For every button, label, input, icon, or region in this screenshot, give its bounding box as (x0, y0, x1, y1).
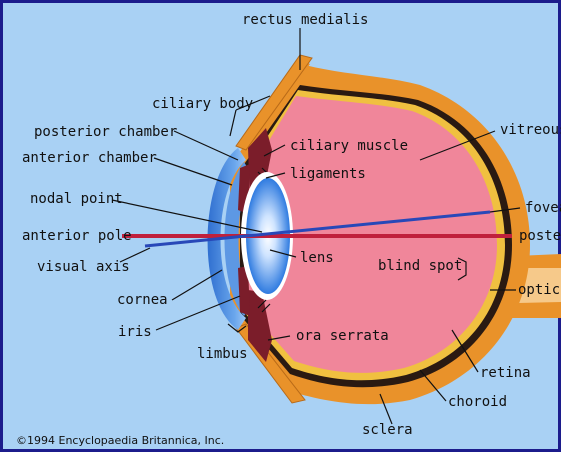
label-anterior-pole: anterior pole (22, 228, 132, 244)
label-fovea: fovea (525, 200, 561, 216)
label-visual-axis: visual axis (37, 259, 130, 275)
label-lens: lens (300, 250, 334, 266)
label-cornea: cornea (117, 292, 168, 308)
label-ligaments: ligaments (290, 166, 366, 182)
label-posterior-chamber: posterior chamber (34, 124, 177, 140)
label-limbus: limbus (197, 346, 248, 362)
label-iris: iris (118, 324, 152, 340)
label-nodal-point: nodal point (30, 191, 123, 207)
label-posterior: poster (519, 228, 561, 244)
label-ciliary-muscle: ciliary muscle (290, 138, 408, 154)
label-optic: optic (518, 282, 560, 298)
label-rectus-medialis: rectus medialis (242, 12, 368, 28)
label-vitreous: vitreous (500, 122, 561, 138)
label-anterior-chamber: anterior chamber (22, 150, 157, 166)
label-ciliary-body: ciliary body (152, 96, 253, 112)
label-ora-serrata: ora serrata (296, 328, 389, 344)
label-choroid: choroid (448, 394, 507, 410)
copyright-credit: ©1994 Encyclopaedia Britannica, Inc. (16, 434, 224, 447)
label-sclera: sclera (362, 422, 413, 438)
label-blind-spot: blind spot (378, 258, 462, 274)
label-retina: retina (480, 365, 531, 381)
